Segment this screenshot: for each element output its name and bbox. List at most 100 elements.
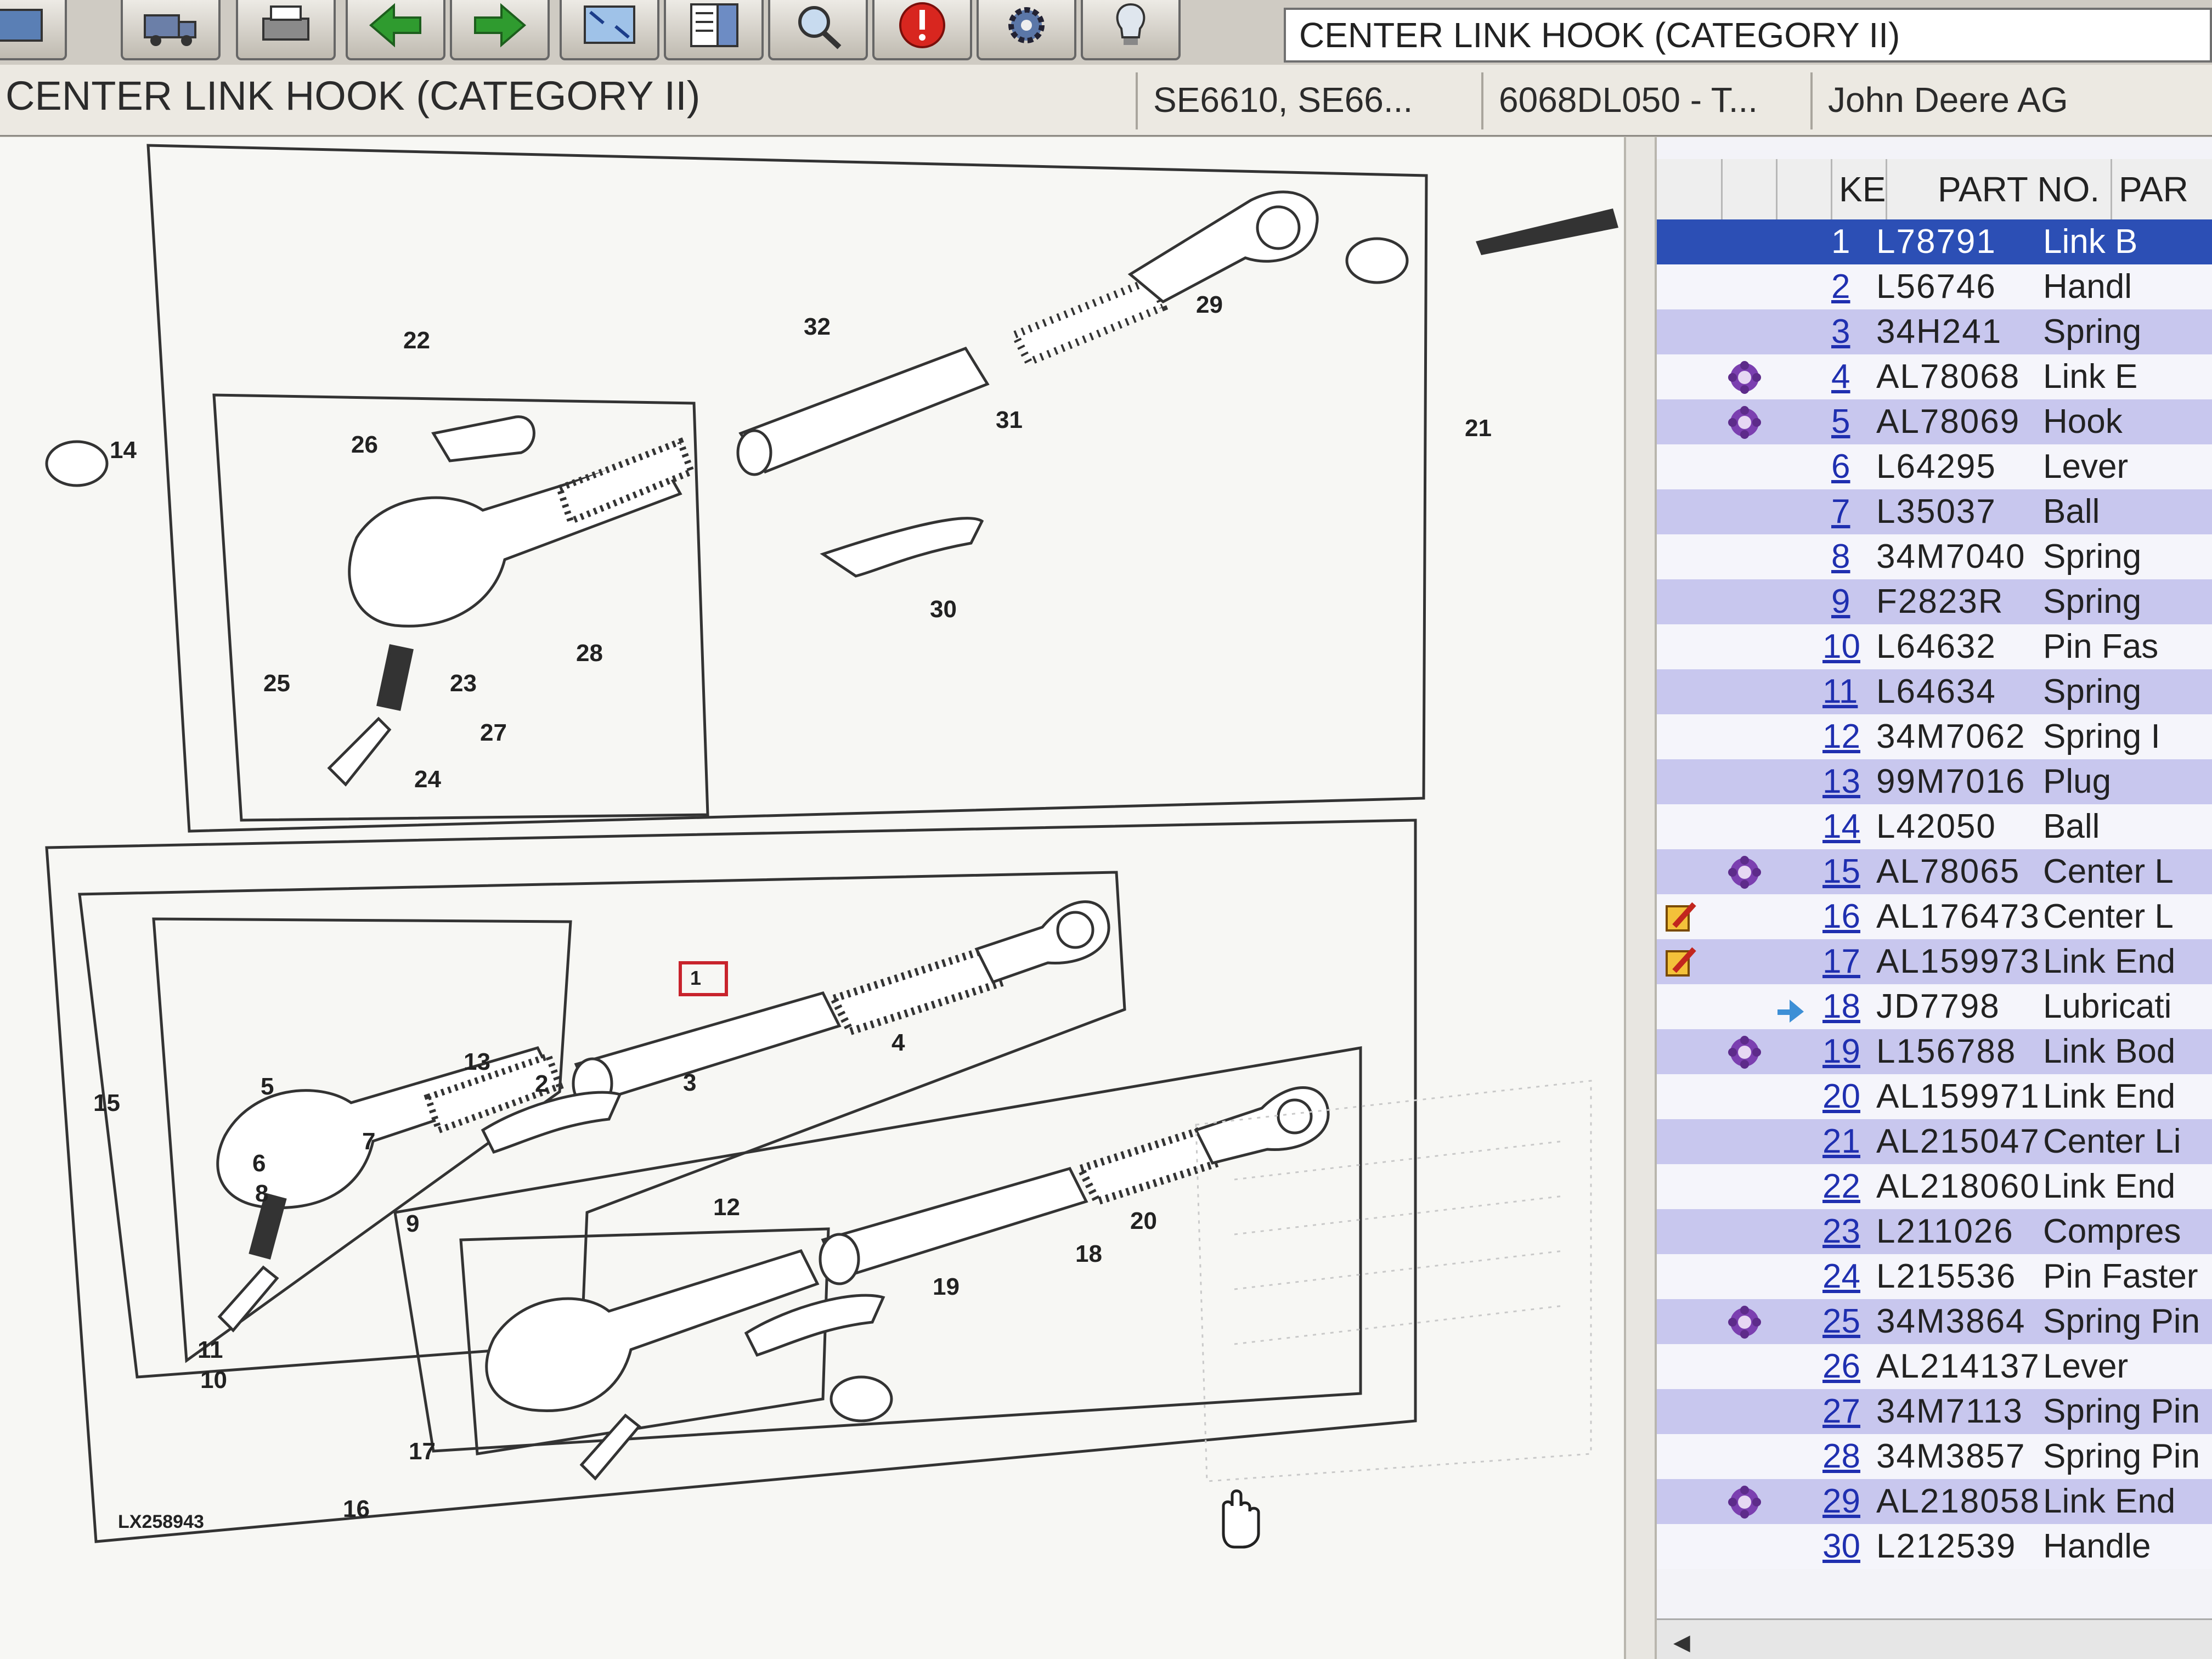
part-key-link[interactable]: 5 [1831, 403, 1850, 441]
callout-label-20[interactable]: 20 [1130, 1207, 1157, 1234]
callout-label-8[interactable]: 8 [255, 1180, 268, 1207]
model-list[interactable]: SE6610, SE66... [1136, 72, 1487, 129]
callout-label-11[interactable]: 11 [198, 1336, 223, 1363]
callout-label-25[interactable]: 25 [263, 670, 290, 697]
alert-button[interactable] [872, 0, 972, 60]
callout-label-10[interactable]: 10 [200, 1367, 227, 1393]
list-button[interactable] [664, 0, 764, 60]
callout-label-4[interactable]: 4 [891, 1029, 905, 1056]
part-key-link[interactable]: 3 [1831, 313, 1850, 351]
part-key-link[interactable]: 21 [1822, 1122, 1860, 1160]
part-key-link[interactable]: 9 [1831, 583, 1850, 620]
part-key-link[interactable]: 30 [1822, 1527, 1860, 1565]
part-key-link[interactable]: 22 [1822, 1167, 1860, 1205]
part-key-link[interactable]: 11 [1822, 673, 1858, 710]
back-button[interactable] [346, 0, 445, 60]
part-key-link[interactable]: 24 [1822, 1257, 1860, 1295]
part-key-link[interactable]: 13 [1822, 763, 1860, 800]
part-key-link[interactable]: 29 [1822, 1482, 1860, 1520]
callout-label-29[interactable]: 29 [1196, 291, 1223, 318]
toolbar-button-1[interactable] [0, 0, 67, 60]
part-key-link[interactable]: 12 [1822, 718, 1860, 755]
part-key-link[interactable]: 25 [1822, 1302, 1860, 1340]
column-part-no[interactable]: PART NO. [1931, 159, 2112, 219]
callout-label-18[interactable]: 18 [1075, 1240, 1102, 1267]
settings-button[interactable] [977, 0, 1076, 60]
callout-label-28[interactable]: 28 [576, 640, 603, 667]
toolbar-button-truck[interactable] [121, 0, 221, 60]
tip-button[interactable] [1081, 0, 1181, 60]
part-key-link[interactable]: 16 [1822, 898, 1860, 935]
part-key-link[interactable]: 2 [1831, 268, 1850, 306]
callout-label-17[interactable]: 17 [409, 1438, 436, 1465]
callout-label-3[interactable]: 3 [683, 1069, 696, 1096]
column-key[interactable]: KEY [1832, 159, 1887, 219]
column-description[interactable]: PAR [2112, 159, 2212, 219]
callout-label-2[interactable]: 2 [535, 1070, 548, 1097]
search-button[interactable] [768, 0, 868, 60]
callout-label-13[interactable]: 13 [464, 1048, 490, 1075]
callout-label-5[interactable]: 5 [261, 1073, 274, 1100]
part-key-link[interactable]: 14 [1822, 808, 1860, 845]
horizontal-scrollbar[interactable]: ◀ [1657, 1618, 2212, 1659]
part-key-link[interactable]: 23 [1822, 1212, 1860, 1250]
scroll-left-icon[interactable]: ◀ [1673, 1630, 1690, 1655]
part-key-link[interactable]: 1 [1831, 223, 1850, 261]
part-key-link[interactable]: 8 [1831, 538, 1850, 575]
part-key-link[interactable]: 20 [1822, 1077, 1860, 1115]
part-key-link[interactable]: 28 [1822, 1437, 1860, 1475]
callout-label-15[interactable]: 15 [93, 1090, 120, 1116]
part-key-link[interactable]: 27 [1822, 1392, 1860, 1430]
splitter[interactable] [1624, 137, 1657, 1659]
callout-label-32[interactable]: 32 [804, 313, 831, 340]
part-key-link[interactable]: 6 [1831, 448, 1850, 486]
toolbar-button-print[interactable] [236, 0, 336, 60]
callout-label-26[interactable]: 26 [351, 431, 378, 458]
forward-button[interactable] [450, 0, 550, 60]
part-key-link[interactable]: 19 [1822, 1032, 1860, 1070]
part-key-link[interactable]: 7 [1831, 493, 1850, 531]
callout-label-31[interactable]: 31 [996, 407, 1023, 433]
callout-label-7[interactable]: 7 [362, 1128, 375, 1155]
part-key-link[interactable]: 26 [1822, 1347, 1860, 1385]
part-key-link[interactable]: 10 [1822, 628, 1860, 665]
callout-label-16[interactable]: 16 [343, 1496, 370, 1522]
callout-label-21[interactable]: 21 [1465, 415, 1492, 442]
callout-label-27[interactable]: 27 [480, 719, 507, 746]
callout-label-9[interactable]: 9 [406, 1210, 419, 1237]
callout-label-12[interactable]: 12 [713, 1194, 740, 1221]
callout-label-23[interactable]: 23 [450, 670, 477, 697]
callout-label-14[interactable]: 14 [110, 437, 137, 464]
callout-label-22[interactable]: 22 [403, 327, 430, 354]
callout-label-24[interactable]: 24 [414, 766, 441, 793]
part-key-link[interactable]: 15 [1822, 853, 1860, 890]
